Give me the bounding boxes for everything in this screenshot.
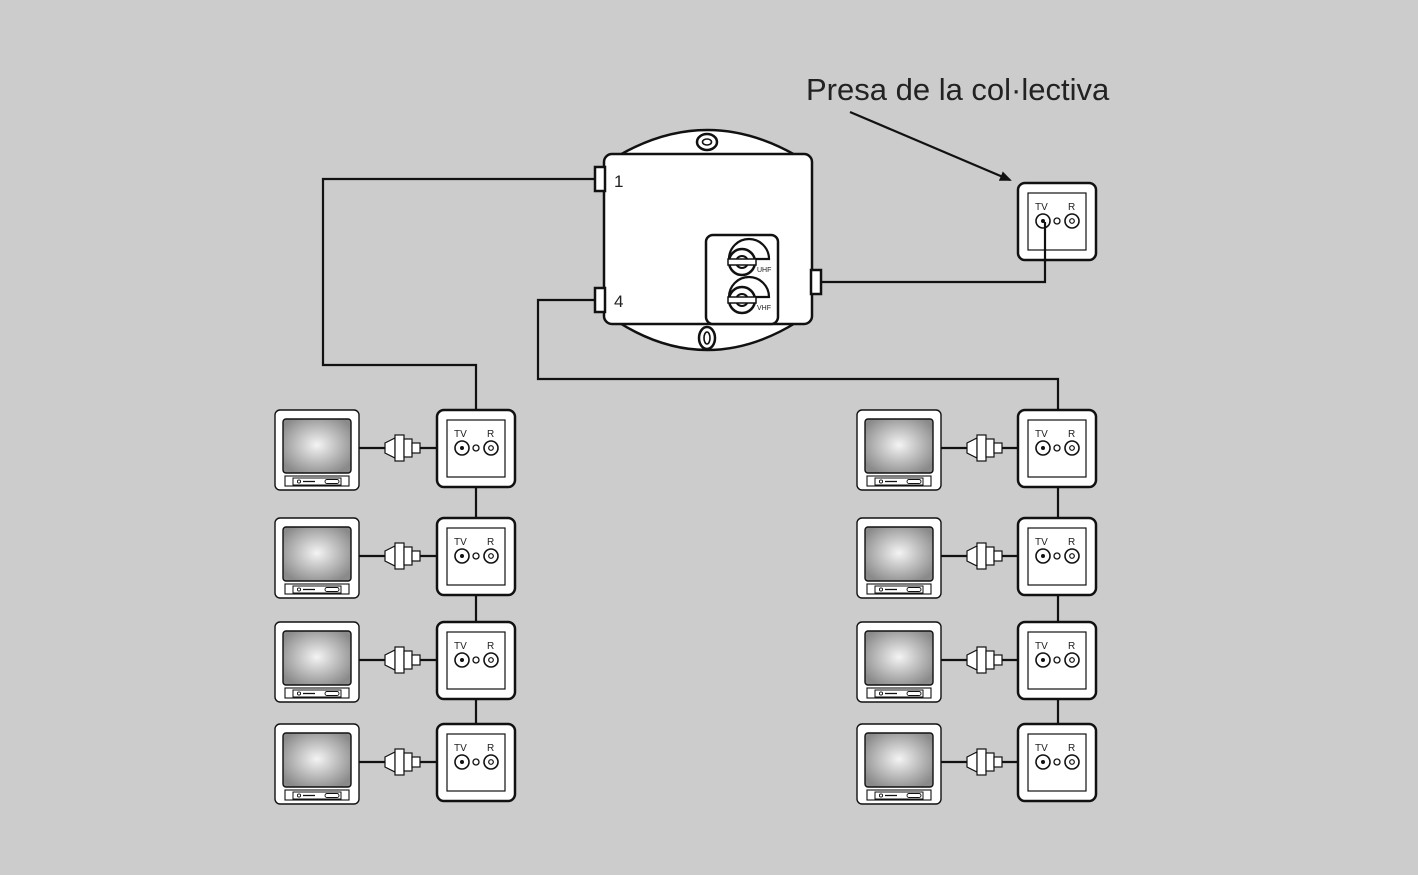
- amplifier: 1 4 UHF VHF: [593, 128, 823, 352]
- television-icon: [274, 723, 360, 805]
- tv-label: TV: [454, 537, 467, 548]
- television-icon: [856, 409, 942, 491]
- coax-plug-icon: [384, 646, 421, 674]
- vhf-input-icon: [727, 275, 771, 315]
- callout-arrow: [849, 110, 1012, 182]
- community-outlet: TV R: [1016, 181, 1098, 262]
- port-4-label: 4: [614, 292, 623, 311]
- port-1-connector: [593, 165, 607, 193]
- wall-outlet-left-1: TV R: [435, 408, 517, 489]
- radio-label: R: [487, 537, 494, 548]
- television-icon: [274, 409, 360, 491]
- wall-outlet-left-2: TV R: [435, 516, 517, 597]
- wall-outlet-right-4: TV R: [1016, 722, 1098, 803]
- radio-label: R: [1068, 429, 1075, 440]
- television-icon: [856, 723, 942, 805]
- port-1-label: 1: [614, 172, 623, 191]
- wall-outlet-right-3: TV R: [1016, 620, 1098, 701]
- tv-label: TV: [454, 743, 467, 754]
- radio-label: R: [1068, 641, 1075, 652]
- coax-plug-icon: [384, 542, 421, 570]
- coax-plug-icon: [966, 434, 1003, 462]
- wall-outlet-right-1: TV R: [1016, 408, 1098, 489]
- coax-plug-icon: [966, 646, 1003, 674]
- television-icon: [856, 517, 942, 599]
- wall-outlet-left-3: TV R: [435, 620, 517, 701]
- tv-label: TV: [1035, 537, 1048, 548]
- coax-plug-icon: [966, 542, 1003, 570]
- tv-label: TV: [454, 641, 467, 652]
- tv-label: TV: [454, 429, 467, 440]
- coax-plug-icon: [966, 748, 1003, 776]
- vhf-label: VHF: [757, 305, 771, 312]
- radio-label: R: [487, 429, 494, 440]
- wall-outlet-left-4: TV R: [435, 722, 517, 803]
- wall-outlet-right-2: TV R: [1016, 516, 1098, 597]
- uhf-input-icon: [727, 237, 771, 277]
- television-icon: [274, 517, 360, 599]
- radio-label: R: [487, 641, 494, 652]
- callout-label: Presa de la col·lectiva: [806, 72, 1110, 107]
- tv-label: TV: [1035, 202, 1048, 213]
- tv-label: TV: [1035, 743, 1048, 754]
- coax-plug-icon: [384, 434, 421, 462]
- uhf-label: UHF: [757, 267, 771, 274]
- radio-label: R: [487, 743, 494, 754]
- radio-label: R: [1068, 537, 1075, 548]
- radio-label: R: [1068, 202, 1075, 213]
- output-connector: [809, 268, 823, 296]
- coax-plug-icon: [384, 748, 421, 776]
- television-icon: [274, 621, 360, 703]
- television-icon: [856, 621, 942, 703]
- radio-label: R: [1068, 743, 1075, 754]
- tv-label: TV: [1035, 429, 1048, 440]
- tv-label: TV: [1035, 641, 1048, 652]
- port-4-connector: [593, 286, 607, 314]
